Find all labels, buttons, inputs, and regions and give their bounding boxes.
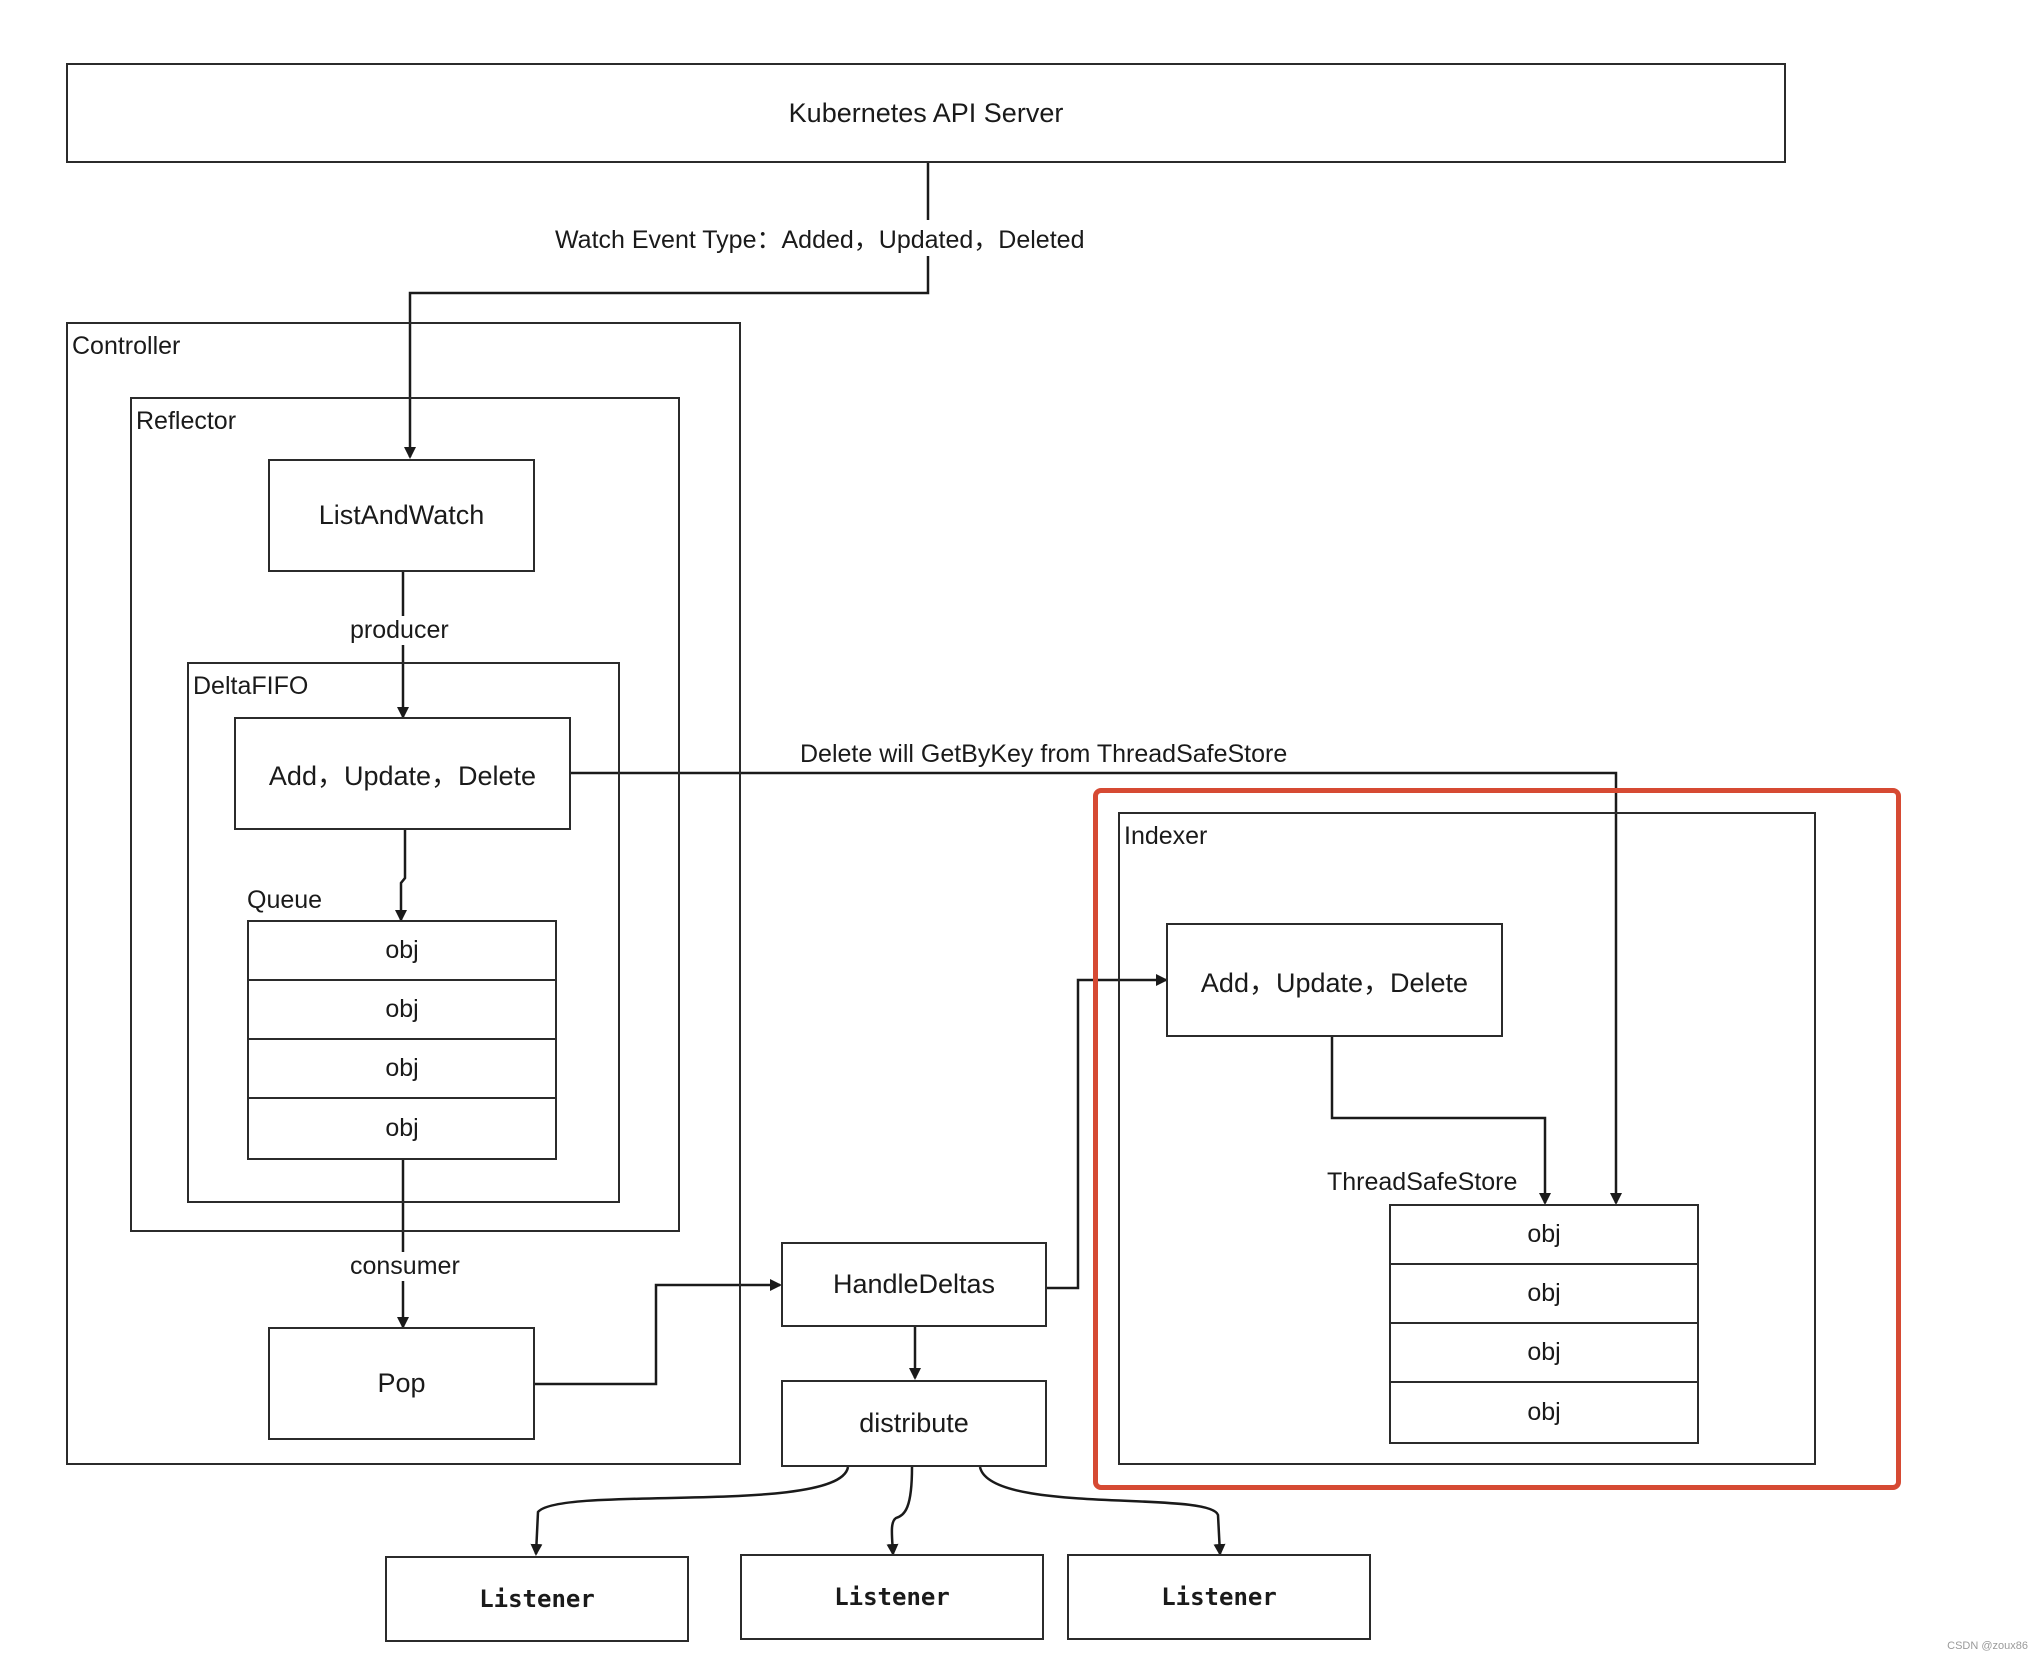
- store-item: obj: [1527, 1398, 1561, 1426]
- controller-container: Controller: [66, 322, 741, 1465]
- store-item: obj: [1391, 1206, 1697, 1265]
- indexer-highlight-frame: [1093, 788, 1901, 1490]
- delete-note-label: Delete will GetByKey from ThreadSafeStor…: [800, 740, 1288, 768]
- pop-box: Pop: [268, 1327, 535, 1440]
- thread-safe-store-label: ThreadSafeStore: [1327, 1168, 1518, 1196]
- indexer-title: Indexer: [1124, 822, 1208, 850]
- listener-box: Listener: [740, 1554, 1044, 1640]
- store-item: obj: [1391, 1265, 1697, 1324]
- deltafifo-ops-box: Add，Update，Delete: [234, 717, 571, 830]
- queue-item: obj: [249, 981, 555, 1040]
- list-and-watch-box: ListAndWatch: [268, 459, 535, 572]
- indexer-container: Indexer: [1118, 812, 1816, 1465]
- api-server-box: Kubernetes API Server: [66, 63, 1786, 163]
- consumer-label: consumer: [346, 1252, 464, 1281]
- handle-deltas-box: HandleDeltas: [781, 1242, 1047, 1327]
- store-item: obj: [1391, 1324, 1697, 1383]
- queue-label: Queue: [247, 886, 323, 914]
- indexer-ops-box: Add，Update，Delete: [1166, 923, 1503, 1037]
- producer-label: producer: [346, 616, 453, 645]
- reflector-container: Reflector: [130, 397, 680, 1232]
- queue-item: obj: [385, 1114, 419, 1142]
- listener-box: Listener: [385, 1556, 689, 1642]
- listener-box: Listener: [1067, 1554, 1371, 1640]
- reflector-title: Reflector: [136, 407, 237, 435]
- watch-event-label: Watch Event Type：Added，Updated，Deleted: [553, 220, 1087, 256]
- controller-title: Controller: [72, 332, 181, 360]
- watermark: CSDN @zoux86: [1947, 1640, 2028, 1652]
- queue-item: obj: [249, 1040, 555, 1099]
- queue-item: obj: [249, 922, 555, 981]
- queue-list: obj obj obj obj: [247, 920, 557, 1160]
- deltafifo-title: DeltaFIFO: [193, 672, 309, 700]
- deltafifo-container: DeltaFIFO: [187, 662, 620, 1203]
- distribute-box: distribute: [781, 1380, 1047, 1467]
- thread-safe-store-list: obj obj obj obj: [1389, 1204, 1699, 1444]
